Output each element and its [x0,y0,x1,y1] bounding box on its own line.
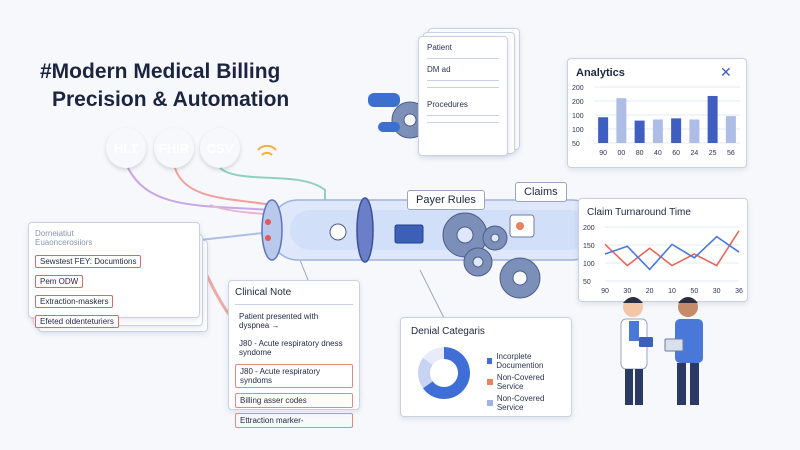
series-line [604,230,740,267]
donut-slice [422,347,444,365]
x-tick-label: 90 [599,150,607,157]
y-tick-label: 50 [583,279,591,286]
doc-tag-4: Efeted oldenteturiers [35,315,119,328]
bar [616,98,627,130]
x-tick-label: 25 [709,150,717,157]
doc-top-line-1: Dorneiatiut [35,229,74,238]
close-icon[interactable]: ✕ [720,64,732,80]
x-tick-label: 30 [713,288,721,295]
y-tick-label: 100 [572,113,584,120]
y-tick-label: 200 [572,99,584,106]
people-illustration [620,297,703,405]
turnaround-panel: Claim Turnaround Time 200 150 100 50 90 30 20 1… [578,198,748,302]
note-line-5: Ettraction marker- [235,413,353,428]
donut-slice [418,357,433,389]
document-stack: Patient DM ad Procedures [418,28,522,156]
denial-legend: Incorplete Documention Non-Covered Servi… [487,352,571,415]
legend-item: Non-Covered Service [487,373,571,391]
turnaround-title: Claim Turnaround Time [587,207,691,218]
y-tick-label: 200 [583,225,595,232]
note-line-4: Billing asser codes [235,393,353,408]
x-tick-label: 90 [601,288,609,295]
clinical-note-panel: Clinical Note Patient presented with dys… [228,280,360,428]
bar [598,117,609,143]
denial-title: Denial Categaris [411,326,485,337]
hlt-label: HLT [113,140,139,156]
csv-label: CSV [206,140,234,156]
x-tick-label: 56 [727,150,735,157]
bar [707,95,718,143]
analytics-bar-chart: 200 200 100 100 50 90 00 80 40 60 24 25 56 [572,85,740,157]
bar [652,119,663,143]
legend-item: Non-Covered Service [487,394,571,412]
note-line-1: Patient presented with dyspnea → [239,312,319,330]
turnaround-line-chart: 200 150 100 50 90 30 20 10 50 30 36 [583,225,743,295]
x-tick-label: 60 [672,150,680,157]
x-tick-label: 20 [646,288,654,295]
doc-tag-1: Sewstest FEY: Documtions [35,255,142,268]
bar [616,129,627,143]
page-title: #Modern Medical Billing Precision & Auto… [40,58,289,114]
x-tick-label: 80 [636,150,644,157]
denial-donut-chart [418,347,470,399]
note-line-3: J80 - Acute respiratory syndoms [235,364,353,388]
doc-short-label: DM ad [427,65,451,74]
x-tick-label: 00 [617,150,625,157]
doc-top-line-2: Euaoncerosiiors [35,238,93,247]
doc-tag-3: Extraction-maskers [35,295,114,308]
analytics-panel: Analytics ✕ 200 200 100 100 50 90 00 80 40 60 24 25… [567,58,747,168]
analytics-title: Analytics [576,67,625,79]
source-document-stack: Dorneiatiut Euaoncerosiiors Sewstest FEY… [28,222,208,332]
doc-tag-2: Pem ODW [35,275,84,288]
title-line-2: Precision & Automation [52,88,290,111]
y-tick-label: 50 [572,141,580,148]
y-tick-label: 100 [583,261,595,268]
csv-source-button[interactable]: CSV [200,128,240,168]
title-line-1: #Modern Medical Billing [40,60,281,83]
document-page: Patient DM ad Procedures [418,36,508,156]
donut-slice [422,347,470,399]
hlt-source-button[interactable]: HLT [106,128,146,168]
claims-label: Claims [515,182,567,202]
series-line [604,235,740,271]
doc-patient-label: Patient [427,43,452,52]
fhir-label: FHIR [158,140,190,156]
bar [671,118,682,143]
payer-rules-label: Payer Rules [407,190,485,210]
x-tick-label: 36 [735,288,743,295]
x-tick-label: 24 [690,150,698,157]
source-document-page: Dorneiatiut Euaoncerosiiors Sewstest FEY… [28,222,200,328]
fhir-source-button[interactable]: FHIR [154,128,194,168]
doc-procedures-label: Procedures [427,100,468,109]
y-tick-label: 150 [583,243,595,250]
x-tick-label: 30 [623,288,631,295]
legend-item: Incorplete Documention [487,352,571,370]
bar [725,116,736,143]
y-tick-label: 100 [572,127,584,134]
denial-panel: Denial Categaris Incorplete Documention … [400,317,572,417]
x-tick-label: 50 [690,288,698,295]
clinical-note-title: Clinical Note [235,287,292,298]
note-line-2: J80 - Acute respiratory dness syndome [239,339,343,357]
bar [634,120,645,143]
bar [689,119,700,143]
x-tick-label: 10 [668,288,676,295]
y-tick-label: 200 [572,85,584,92]
x-tick-label: 40 [654,150,662,157]
